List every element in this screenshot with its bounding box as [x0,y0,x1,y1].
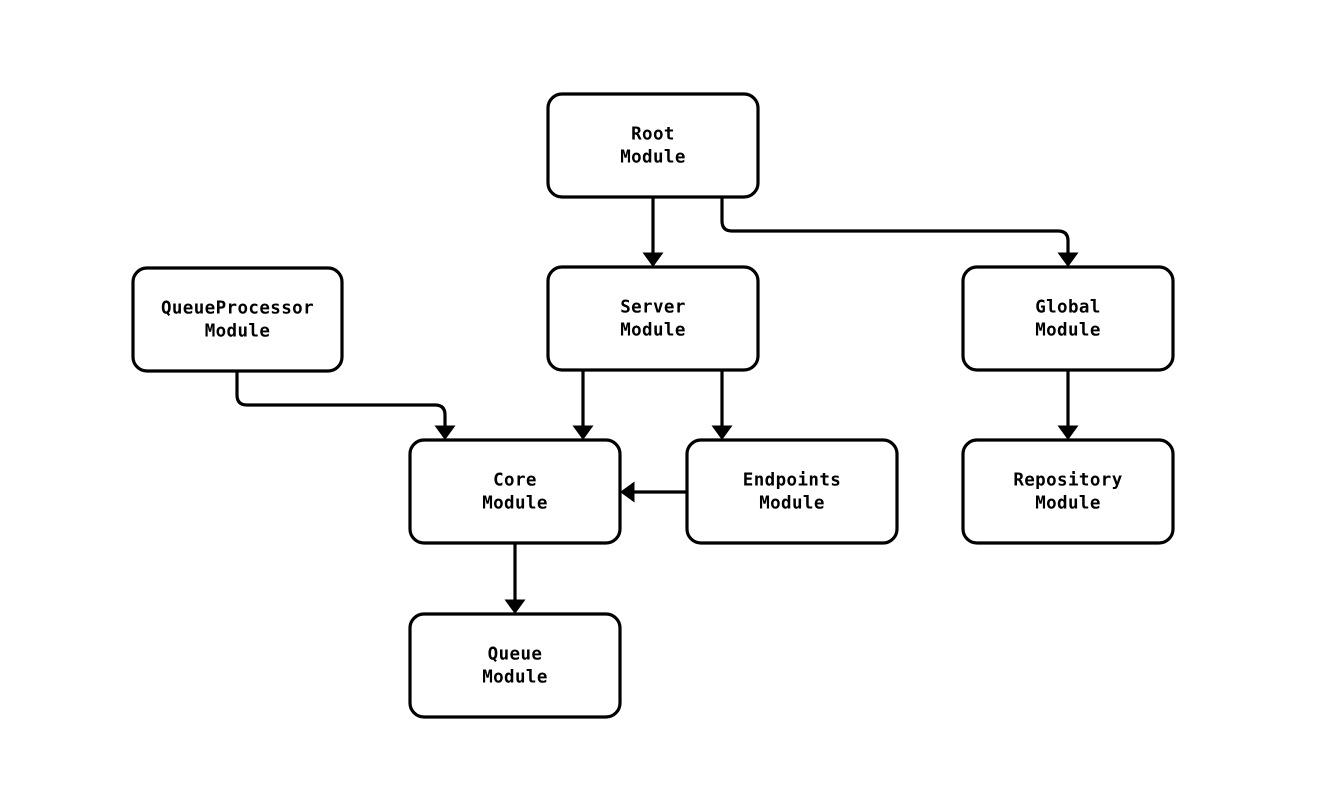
node-box[interactable] [546,265,760,372]
arrow-head-icon [434,425,456,440]
edge-core-to-queue [504,543,526,614]
edge-root-to-server [642,197,664,267]
node-label-line1: Server [620,298,686,318]
edge-root-to-global [720,197,1079,267]
edge-global-to-repository [1057,370,1079,440]
node-label-line2: Module [620,148,686,168]
node-label-line1: Core [493,471,537,491]
node-label-line1: Endpoints [743,471,841,491]
node-label-line2: Module [1035,321,1101,341]
node-label-line1: Repository [1013,471,1122,491]
arrow-head-icon [1057,252,1079,267]
node-box[interactable] [961,265,1175,372]
edge-queueprocessor-to-core [235,371,456,440]
edge-endpoints-to-core [620,481,687,503]
node-box[interactable] [131,266,344,373]
node-box[interactable] [408,438,622,545]
node-box[interactable] [685,438,899,545]
node-label-line2: Module [482,494,548,514]
arrow-head-icon [1057,425,1079,440]
node-label-line2: Module [1035,494,1101,514]
edge-server-to-core [572,370,594,440]
node-label-line2: Module [482,668,548,688]
node-label-line2: Module [205,322,271,342]
node-label-line1: Queue [488,645,543,665]
nodes-layer: RootModuleQueueProcessorModuleServerModu… [131,92,1175,719]
node-box[interactable] [408,612,622,719]
node-box[interactable] [546,92,760,199]
node-box[interactable] [961,438,1175,545]
node-label-line1: Root [631,125,675,145]
arrow-head-icon [711,425,733,440]
arrow-head-icon [620,481,635,503]
arrow-head-icon [572,425,594,440]
arrow-head-icon [642,252,664,267]
node-label-line1: Global [1035,298,1101,318]
edge-line [235,371,447,426]
arrow-head-icon [504,599,526,614]
node-label-line1: QueueProcessor [161,299,314,319]
edge-server-to-endpoints [711,370,733,440]
edge-line [720,197,1070,253]
node-label-line2: Module [759,494,825,514]
node-label-line2: Module [620,321,686,341]
edges-layer [235,197,1079,614]
